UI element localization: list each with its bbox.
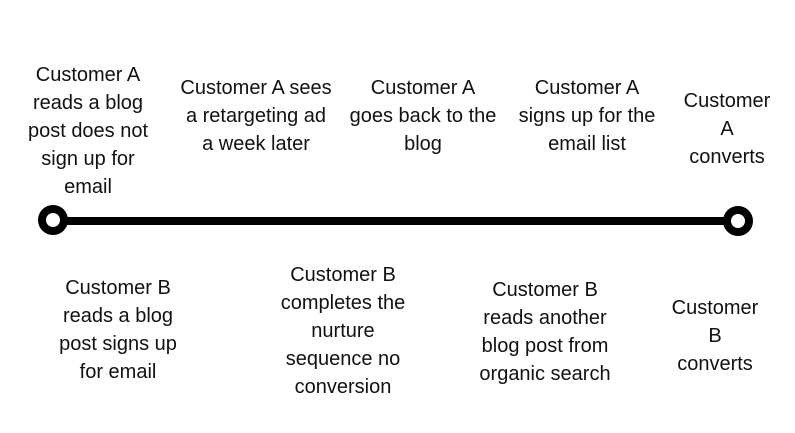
event-a-sees-retargeting-ad: Customer A sees a retargeting ad a week … <box>180 77 332 155</box>
timeline-line <box>53 217 738 225</box>
event-b-reads-blog-signs-up: Customer B reads a blog post signs up fo… <box>59 277 177 383</box>
event-b-reads-another-blog-post: Customer B reads another blog post from … <box>479 279 611 385</box>
event-a-converts: Customer A converts <box>683 90 771 168</box>
timeline-start-node-icon <box>38 205 68 235</box>
event-a-reads-blog-no-signup: Customer A reads a blog post does not si… <box>27 64 149 198</box>
event-b-converts: Customer B converts <box>671 297 759 375</box>
timeline-end-node-icon <box>723 206 753 236</box>
event-a-goes-back-to-blog: Customer A goes back to the blog <box>349 77 497 155</box>
event-a-signs-up-email-list: Customer A signs up for the email list <box>518 77 656 155</box>
event-b-completes-nurture-no-conversion: Customer B completes the nurture sequenc… <box>280 264 406 398</box>
